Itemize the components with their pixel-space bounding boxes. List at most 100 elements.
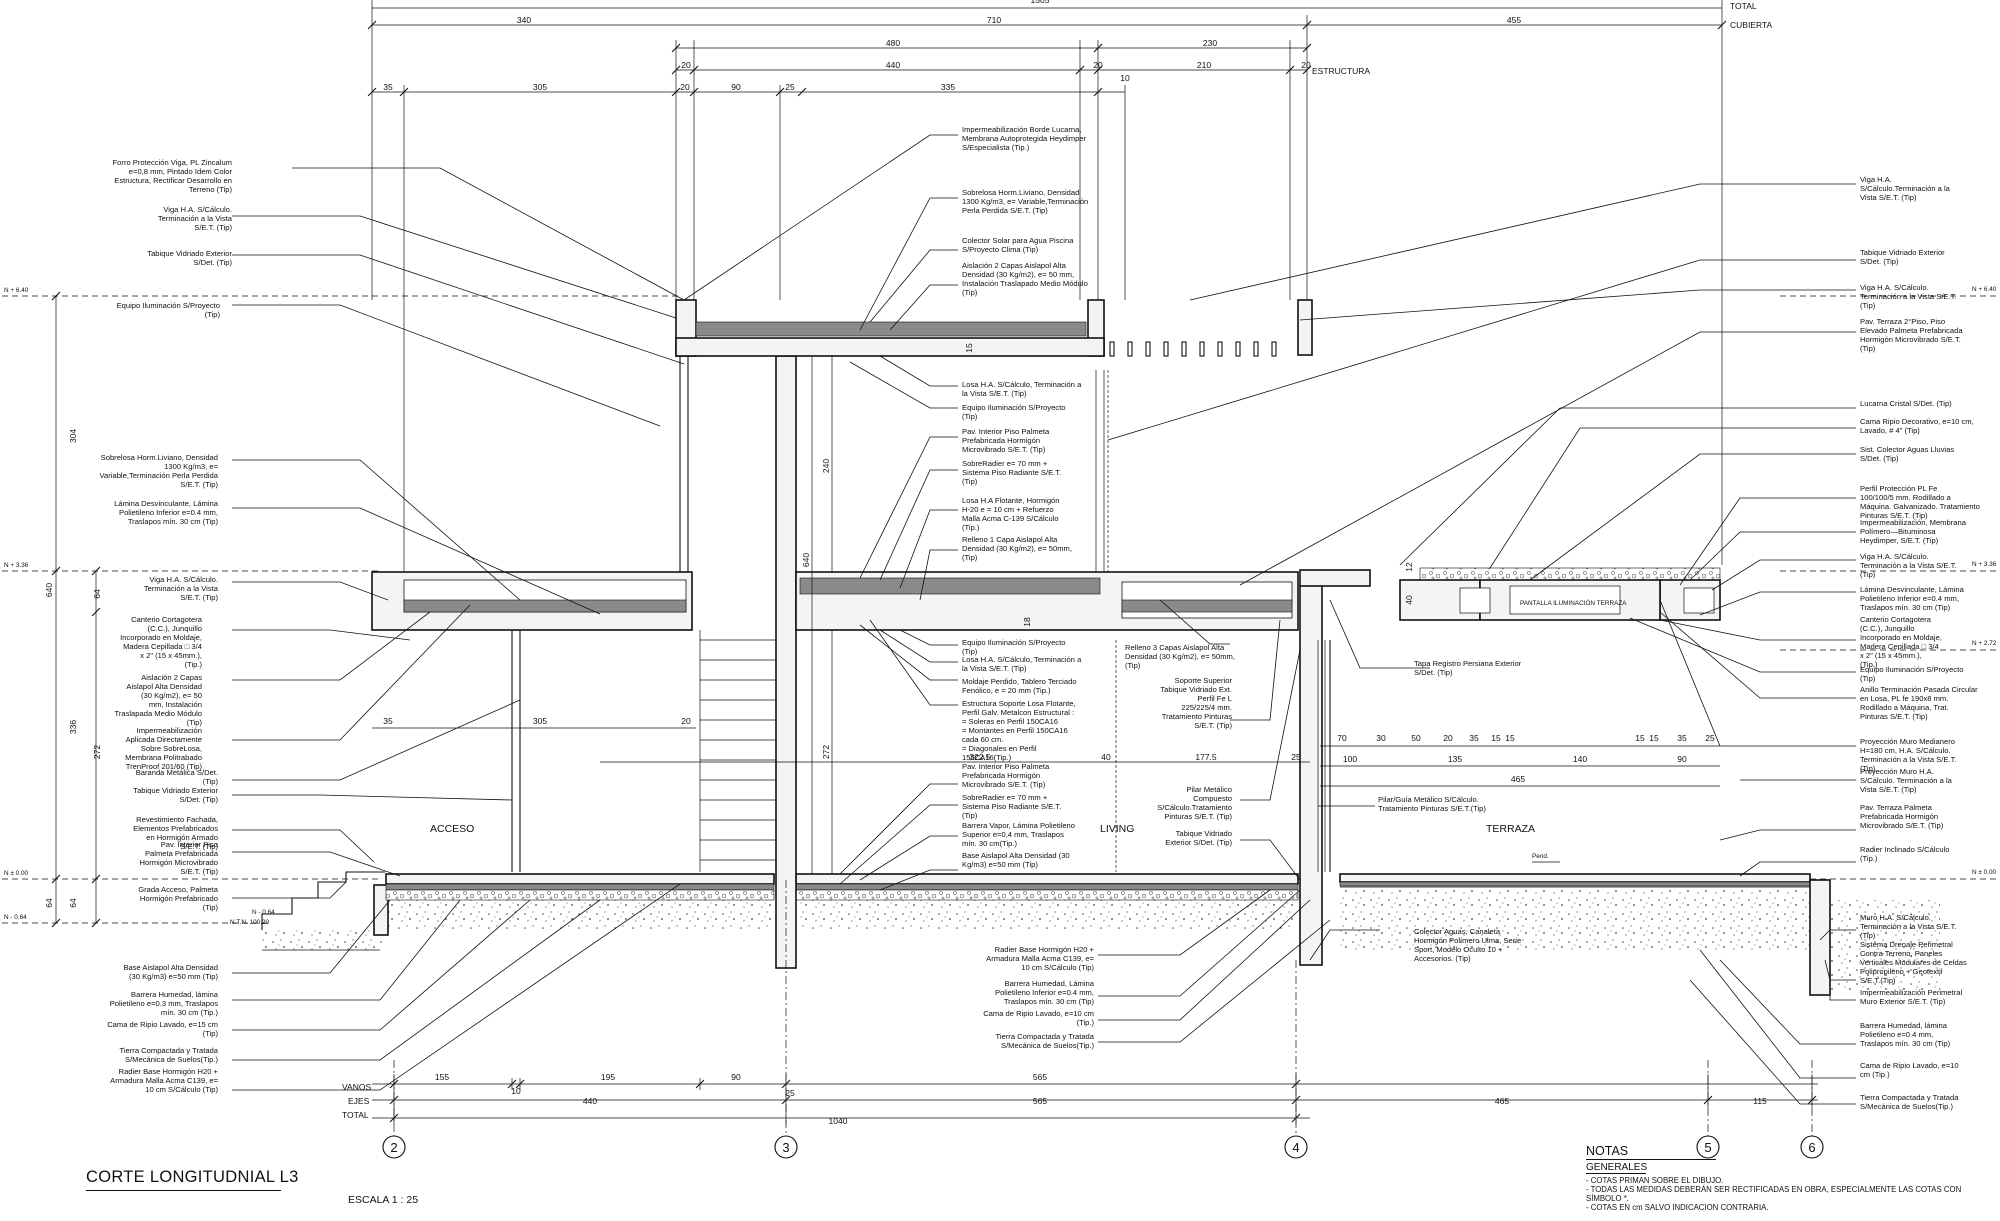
sdim-rc-4: 90 (1677, 754, 1687, 764)
dim-cubierta-1: 340 (517, 15, 531, 25)
int-dim-640: 640 (801, 553, 811, 567)
scale-label: ESCALA 1 : 25 (348, 1194, 419, 1206)
room-living: LIVING (1100, 823, 1134, 835)
dim-estructura-a1: 480 (886, 38, 900, 48)
title-underline (86, 1190, 281, 1191)
bdim-ejes-4: 465 (1495, 1096, 1509, 1106)
sdim-rc-3: 140 (1573, 754, 1587, 764)
bdim-vanos-4: 90 (731, 1072, 741, 1082)
left-note-20: Radier Base Hormigón H20 +Armadura Malla… (110, 1067, 218, 1094)
level-n640: N + 6.40 (4, 287, 29, 294)
dim-estructura-b3: 20 (1093, 60, 1103, 70)
int-dim-272: 272 (821, 745, 831, 759)
dim-estructura-b2: 440 (886, 60, 900, 70)
pantalla-label: PANTALLA ILUMINACIÓN TERRAZA (1520, 598, 1627, 607)
center-note-16: SobreRadier e= 70 mm +Sistema Piso Radia… (962, 793, 1061, 820)
section-dims: 35 305 20 322.5 40 177.5 25 70 30 50 20 … (372, 716, 1720, 787)
notes-subtitle: GENERALES (1586, 1162, 1648, 1173)
vdim-64c: 64 (68, 898, 78, 908)
bdim-vanos-1: 155 (435, 1072, 449, 1082)
right-note-6: Cama Ripio Decorativo, e=10 cm,Lavado, #… (1860, 417, 1974, 435)
center-note-6: Equipo Iluminación S/Proyecto(Tip) (962, 403, 1065, 421)
right-note-5: Lucarna Cristal S/Det. (Tip) (1860, 399, 1952, 408)
bdim-vanos-3: 195 (601, 1072, 615, 1082)
bdim-ejes-3: 565 (1033, 1096, 1047, 1106)
center-note-14: Estructura Soporte Losa Flotante,Perfil … (962, 699, 1076, 762)
vdim-304: 304 (68, 429, 78, 443)
int-dim-18: 18 (1022, 617, 1032, 627)
left-note-4: Equipo Iluminación S/Proyecto(Tip) (117, 301, 221, 319)
sdim-mid-1: 322.5 (969, 752, 991, 762)
bdim-total: 1040 (829, 1116, 848, 1126)
sdim-left-3: 20 (681, 716, 691, 726)
dim-cubierta-label: CUBIERTA (1730, 20, 1773, 30)
dim-row3-6: 335 (941, 82, 955, 92)
center-note-26: Radier Base Hormigón H20 +Armadura Malla… (986, 945, 1094, 972)
bdim-vanos-5: 565 (1033, 1072, 1047, 1082)
vdim-336: 336 (68, 720, 78, 734)
sdim-rb-1: 15 (1635, 733, 1645, 743)
sdim-left-2: 305 (533, 716, 547, 726)
notes-subtitle-underline (1586, 1173, 1646, 1174)
dim-cubierta-2: 710 (987, 15, 1001, 25)
sdim-right-total: 465 (1511, 774, 1525, 784)
right-note-13: Equipo Iluminación S/Proyecto(Tip) (1860, 665, 1963, 683)
sdim-ra-4: 20 (1443, 733, 1453, 743)
axis-5: 5 (1704, 1140, 1711, 1155)
sdim-rb-4: 25 (1705, 733, 1715, 743)
center-note-8: SobreRadier e= 70 mm +Sistema Piso Radia… (962, 459, 1061, 486)
dim-total-label: TOTAL (1730, 1, 1757, 11)
left-note-7: Viga H.A. S/Cálculo.Terminación a la Vis… (144, 575, 219, 602)
axis-2: 2 (390, 1140, 397, 1155)
dim-row3-7: 10 (1120, 73, 1130, 83)
right-note-19: Muro H.A. S/Cálculo.Terminación a la Vis… (1860, 913, 1957, 940)
sdim-rb-3: 35 (1677, 733, 1687, 743)
structural-walls (511, 355, 1831, 996)
sdim-ra-5: 35 (1469, 733, 1479, 743)
dim-estructura-b1: 20 (681, 60, 691, 70)
axis-6: 6 (1808, 1140, 1815, 1155)
sdim-rc-2: 135 (1448, 754, 1462, 764)
right-note-3: Viga H.A. S/Cálculo.Terminación a la Vis… (1860, 283, 1957, 310)
level-markers-left: N + 6.40 N + 3.36 N ± 0.00 N - 0.64 304 … (2, 287, 680, 928)
level-right-n272: N + 2.72 (1972, 640, 1997, 647)
axis-3: 3 (782, 1140, 789, 1155)
ground-floor-slabs (385, 873, 1811, 901)
center-note-28: Cama de Ripio Lavado, e=10 cm(Tip.) (983, 1009, 1094, 1027)
bdim-ejes-2: 25 (785, 1088, 795, 1098)
dim-row3-1: 35 (383, 82, 393, 92)
room-acceso: ACCESO (430, 823, 474, 835)
notes-title: NOTAS (1586, 1144, 1629, 1158)
sdim-ra-3: 50 (1411, 733, 1421, 743)
sdim-rb-2: 15 (1649, 733, 1659, 743)
axis-4: 4 (1292, 1140, 1299, 1155)
